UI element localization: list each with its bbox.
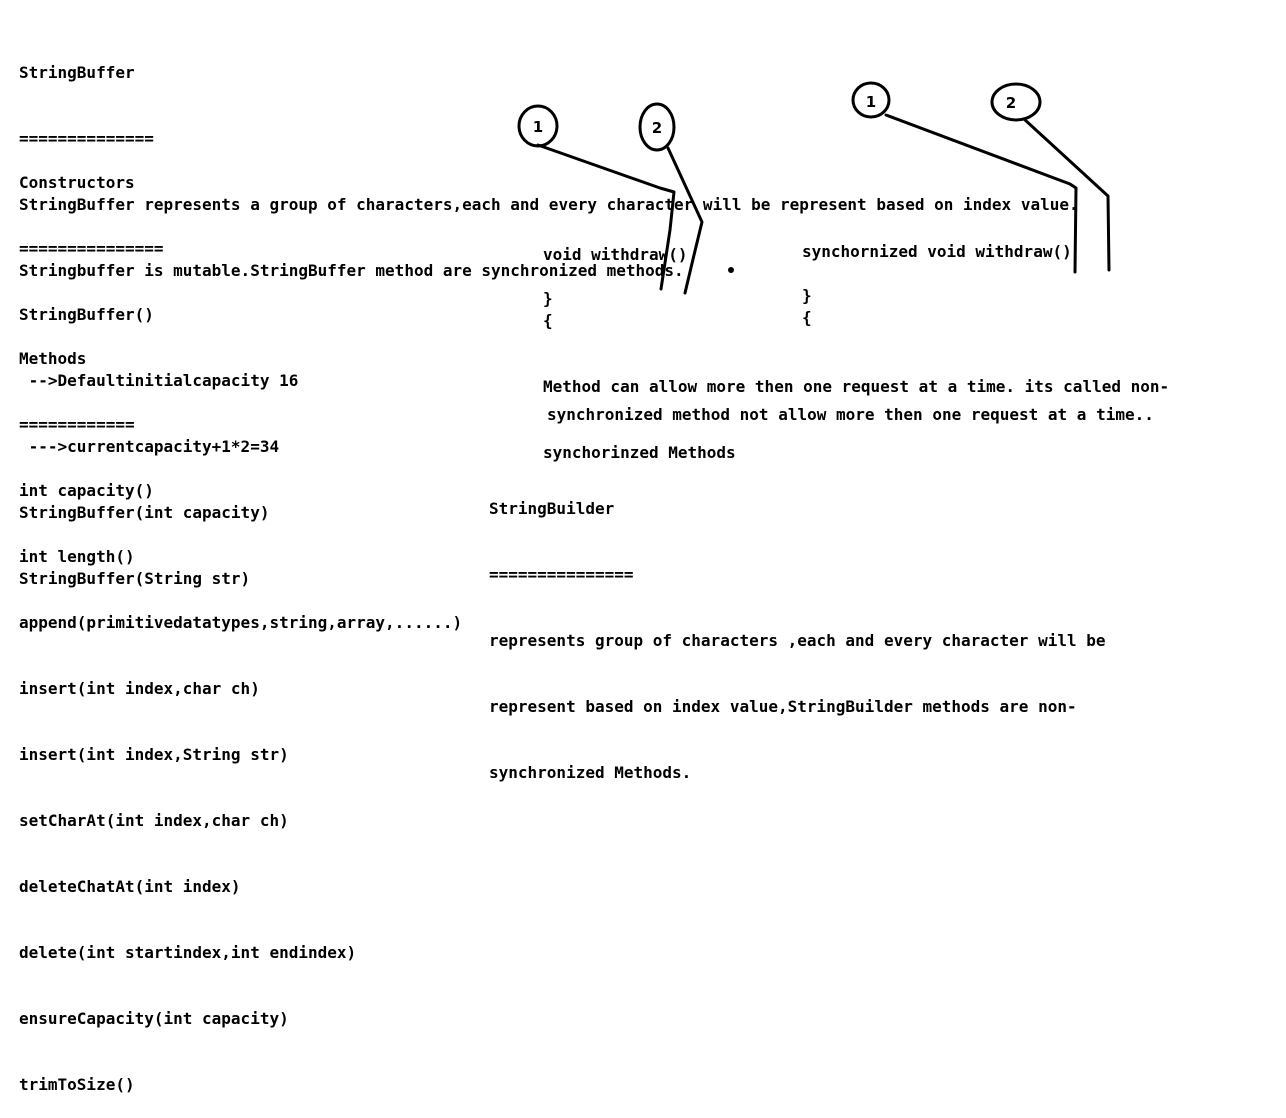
constructors-heading: Constructors [19,173,135,192]
request-2-label-right: 2 [1006,94,1016,112]
method-line: ensureCapacity(int capacity) [19,1009,289,1028]
request-2-circle-left [638,102,676,152]
stringbuilder-underline: =============== [489,565,634,584]
constructor-line: StringBuffer(String str) [19,569,251,588]
stringbuilder-line-1: represents group of characters ,each and… [489,631,1106,650]
constructors-section: Constructors =============== StringBuffe… [19,128,298,612]
non-sync-note: Method can allow more then one request a… [543,332,1169,486]
method-line: insert(int index,String str) [19,745,289,764]
stringbuffer-underline: ============== [19,129,154,148]
code-left-signature: void withdraw() [543,245,688,264]
code-right-signature: synchornized void withdraw() [802,242,1072,261]
request-1-arrow-left [536,143,676,291]
request-2-label-left: 2 [652,119,662,137]
stringbuffer-line-2: Stringbuffer is mutable.StringBuffer met… [19,261,684,280]
constructors-underline: =============== [19,239,164,258]
method-line: trimToSize() [19,1075,135,1094]
constructor-line: -->Defaultinitialcapacity 16 [19,371,299,390]
method-line: insert(int index,char ch) [19,679,260,698]
code-left-open-brace: { [543,311,553,330]
sync-note: synchronized method not allow more then … [547,405,1154,424]
method-line: int capacity() [19,481,154,500]
method-line: deleteChatAt(int index) [19,877,241,896]
non-sync-note-line-1: Method can allow more then one request a… [543,377,1170,396]
hand-drawn-annotations: 1 2 1 2 [517,81,1111,295]
request-1-arrow-right [884,113,1078,274]
constructor-line: --->currentcapacity+1*2=34 [19,437,280,456]
code-left-close-brace: } [543,289,553,308]
method-line: setCharAt(int index,char ch) [19,811,289,830]
code-right-open-brace: { [802,308,812,327]
methods-underline: ============ [19,415,135,434]
code-right-close-brace: } [802,286,812,305]
method-line: int length() [19,547,135,566]
request-1-label-right: 1 [866,93,876,111]
methods-heading: Methods [19,349,87,368]
method-line: delete(int startindex,int endindex) [19,943,357,962]
stray-dot [728,267,734,273]
stringbuffer-heading: StringBuffer [19,63,135,82]
stringbuilder-line-3: synchronized Methods. [489,763,692,782]
stringbuilder-line-2: represent based on index value,StringBui… [489,697,1077,716]
method-line: append(primitivedatatypes,string,array,.… [19,613,463,632]
constructor-line: StringBuffer(int capacity) [19,503,270,522]
stringbuffer-line-1: StringBuffer represents a group of chara… [19,195,1079,214]
stringbuffer-section: StringBuffer ============== StringBuffer… [19,18,1079,304]
code-left: void withdraw() { [543,200,688,354]
code-right: synchornized void withdraw() { [802,197,1072,351]
constructor-line: StringBuffer() [19,305,154,324]
request-2-arrow-left [666,146,704,295]
request-1-circle-right [851,81,891,119]
stringbuilder-heading: StringBuilder [489,499,615,518]
request-2-circle-right [990,82,1042,122]
request-1-label-left: 1 [533,118,543,136]
non-sync-note-line-2: synchorinzed Methods [543,443,736,462]
request-2-arrow-right [1022,117,1111,272]
